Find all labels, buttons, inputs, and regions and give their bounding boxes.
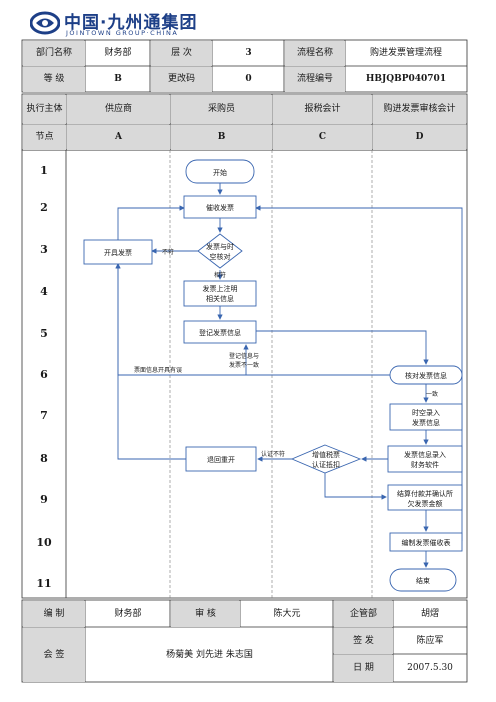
manager-label: 企管部 bbox=[334, 601, 393, 627]
issue-text: 开具发票 bbox=[104, 248, 132, 257]
prepare-label: 编 制 bbox=[23, 601, 85, 627]
grade-value: B bbox=[114, 74, 122, 85]
consistent-label: 一致 bbox=[426, 390, 438, 398]
verify-text: 核对发票信息 bbox=[405, 371, 447, 380]
start-text: 开始 bbox=[213, 168, 227, 177]
step-number: 10 bbox=[36, 536, 52, 549]
reg-note-2: 发票不一致 bbox=[229, 361, 259, 369]
entry2-text-2: 财务软件 bbox=[411, 460, 439, 469]
change-value: 0 bbox=[245, 74, 252, 85]
report-box bbox=[389, 532, 463, 552]
logo-icon bbox=[30, 11, 60, 35]
vat-text-1: 增值税票 bbox=[312, 450, 340, 459]
entry-software-box bbox=[387, 445, 463, 473]
column-buyer: 采购员 bbox=[171, 95, 272, 124]
countersign-value: 杨菊美 刘先进 朱志国 bbox=[166, 649, 253, 660]
step-number: 2 bbox=[40, 201, 48, 214]
date-label: 日 期 bbox=[334, 655, 393, 682]
check-text-1: 发票与时 bbox=[206, 242, 234, 251]
entry2-text-1: 发票信息录入 bbox=[404, 450, 446, 459]
wrong-info-label: 票面信息开具有误 bbox=[134, 366, 182, 374]
step-number: 5 bbox=[40, 327, 48, 340]
node-b: B bbox=[171, 125, 272, 150]
grade-label: 等 级 bbox=[23, 67, 85, 92]
flow-arrow bbox=[324, 473, 387, 500]
process-no-value: HBJQBP040701 bbox=[365, 74, 447, 85]
column-invoice-auditor: 购进发票审核会计 bbox=[373, 95, 466, 124]
flow-arrow bbox=[256, 330, 429, 365]
company-logo: 中国·九州通集团 JOINTOWN GROUP·CHINA bbox=[30, 8, 250, 38]
flow-arrow bbox=[243, 344, 390, 376]
node-d: D bbox=[373, 125, 466, 150]
exec-label: 执行主体 bbox=[23, 95, 66, 124]
step-number: 8 bbox=[40, 452, 48, 465]
register-info-box bbox=[183, 320, 257, 344]
urge-text: 催收发票 bbox=[206, 203, 234, 212]
node-a: A bbox=[67, 125, 170, 150]
dept-value: 财务部 bbox=[104, 48, 132, 59]
issue-value: 陈应军 bbox=[416, 635, 444, 646]
level-label: 层 次 bbox=[151, 41, 212, 66]
step-number: 9 bbox=[40, 493, 48, 506]
flow-arrow bbox=[115, 263, 186, 460]
not-match-label: 不符 bbox=[162, 248, 174, 256]
reg-note-1: 登记信息与 bbox=[229, 352, 259, 360]
register-text: 登记发票信息 bbox=[199, 328, 241, 337]
countersign-label: 会 签 bbox=[23, 628, 85, 682]
logo-text-cn: 中国·九州通集团 bbox=[64, 13, 198, 33]
note-text-1: 发票上注明 bbox=[203, 284, 238, 293]
verify-info-box bbox=[389, 365, 463, 385]
end-terminator bbox=[389, 568, 457, 592]
node-c: C bbox=[273, 125, 372, 150]
end-text: 结束 bbox=[416, 576, 430, 585]
settle-payment-box bbox=[387, 484, 463, 511]
process-name-value: 购进发票管理流程 bbox=[369, 48, 442, 59]
dept-label: 部门名称 bbox=[23, 41, 85, 66]
return-reissue-box bbox=[185, 446, 257, 472]
auth-fail-label: 认证不符 bbox=[261, 450, 285, 458]
prepare-value: 财务部 bbox=[114, 608, 142, 619]
process-no-label: 流程编号 bbox=[285, 67, 345, 92]
report-text: 编制发票催收表 bbox=[402, 538, 451, 547]
entry-info-box bbox=[389, 403, 463, 431]
step-number: 7 bbox=[40, 409, 48, 422]
settle-text-2: 欠发票金额 bbox=[408, 499, 443, 508]
settle-text-1: 结算付款并确认所 bbox=[397, 489, 453, 498]
date-value: 2007.5.30 bbox=[407, 663, 453, 674]
return-text: 退回重开 bbox=[207, 455, 235, 464]
vat-diamond bbox=[290, 444, 362, 474]
change-label: 更改码 bbox=[151, 67, 212, 92]
step-number: 4 bbox=[40, 285, 48, 298]
note-info-box bbox=[183, 280, 257, 307]
step-number: 1 bbox=[40, 164, 48, 177]
entry-text-2: 发票信息 bbox=[412, 418, 440, 427]
logo-text-en: JOINTOWN GROUP·CHINA bbox=[66, 29, 179, 37]
start-terminator bbox=[185, 159, 255, 184]
process-name-label: 流程名称 bbox=[285, 41, 345, 66]
match-label: 相符 bbox=[214, 271, 226, 279]
issue-invoice-box bbox=[83, 239, 153, 265]
step-number: 3 bbox=[40, 243, 48, 256]
check-text-2: 空核对 bbox=[210, 252, 231, 261]
review-value: 陈大元 bbox=[273, 608, 301, 619]
column-supplier: 供应商 bbox=[67, 95, 170, 124]
flow-arrow bbox=[117, 205, 185, 240]
column-tax-accountant: 报税会计 bbox=[273, 95, 372, 124]
entry-text-1: 时空录入 bbox=[412, 408, 440, 417]
urge-invoice-box bbox=[183, 195, 257, 219]
review-label: 审 核 bbox=[171, 601, 240, 627]
vat-text-2: 认证抵扣 bbox=[312, 460, 340, 469]
node-label: 节点 bbox=[23, 125, 66, 150]
note-text-2: 相关信息 bbox=[206, 294, 234, 303]
level-value: 3 bbox=[245, 48, 252, 59]
step-number: 6 bbox=[40, 368, 48, 381]
issue-label: 签 发 bbox=[334, 628, 393, 654]
step-number: 11 bbox=[36, 577, 52, 590]
manager-value: 胡熠 bbox=[420, 608, 439, 619]
check-diamond bbox=[197, 233, 243, 269]
